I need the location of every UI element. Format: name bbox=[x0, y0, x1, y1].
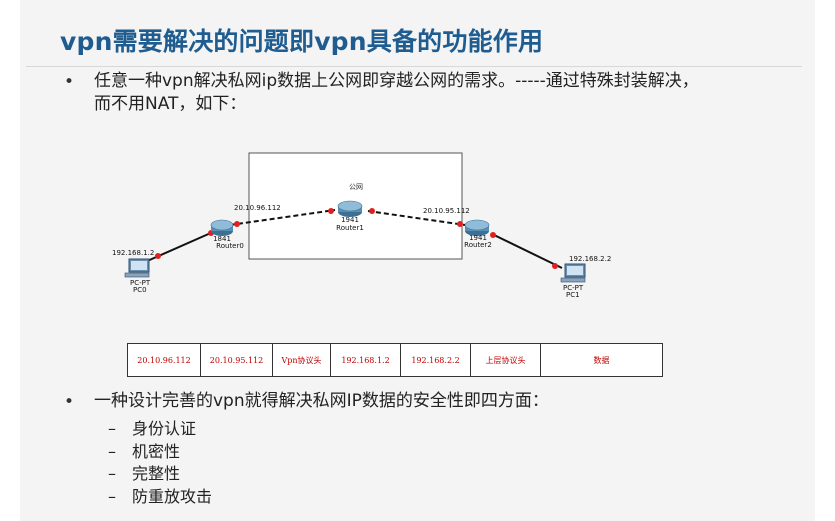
bullet-1-line-2: 而不用NAT，如下： bbox=[94, 94, 247, 114]
packet-cell-data: 数据 bbox=[593, 355, 610, 365]
bullet-marker: • bbox=[64, 72, 75, 92]
link-endpoint bbox=[328, 208, 334, 214]
sub-item-dash: – bbox=[108, 487, 116, 506]
sub-item-dash: – bbox=[108, 442, 116, 461]
router2-model: 1941 bbox=[469, 234, 487, 242]
router2-icon bbox=[464, 219, 490, 236]
link-endpoint bbox=[457, 221, 463, 227]
packet-cell-outer-src: 20.10.96.112 bbox=[128, 344, 201, 376]
router1-model: 1941 bbox=[341, 216, 359, 224]
router2-name: Router2 bbox=[464, 241, 492, 249]
packet-cell-upper-header: 上层协议头 bbox=[471, 344, 541, 376]
bullet-1-line-1: 任意一种vpn解决私网ip数据上公网即穿越公网的需求。-----通过特殊封装解决… bbox=[94, 71, 699, 91]
link-endpoint bbox=[234, 221, 240, 227]
slide-title: vpn需要解决的问题即vpn具备的功能作用 bbox=[60, 27, 544, 56]
pc1-type: PC-PT bbox=[563, 284, 584, 292]
router0-name: Router0 bbox=[216, 242, 244, 250]
sub-item-label: 完整性 bbox=[132, 464, 181, 483]
pc0-type: PC-PT bbox=[130, 279, 151, 287]
slide-background bbox=[20, 0, 815, 521]
link-endpoint bbox=[369, 208, 375, 214]
sub-item-dash: – bbox=[108, 419, 116, 438]
link-router1-router2 bbox=[367, 210, 466, 226]
packet-cell-vpn-header: Vpn协议头 bbox=[273, 344, 331, 376]
sub-item-confidentiality: –机密性 bbox=[108, 438, 180, 462]
router1-icon bbox=[337, 200, 363, 217]
link-router0-router1 bbox=[229, 209, 336, 226]
link-endpoint bbox=[552, 263, 558, 269]
link-router2-pc1 bbox=[491, 233, 563, 269]
sub-item-authentication: –身份认证 bbox=[108, 415, 196, 439]
router2-ip: 20.10.95.112 bbox=[423, 207, 470, 215]
pc1-name: PC1 bbox=[566, 291, 580, 299]
pc0-ip: 192.168.1.2 bbox=[112, 249, 154, 257]
sub-item-anti-replay: –防重放攻击 bbox=[108, 483, 212, 507]
pc1-ip: 192.168.2.2 bbox=[569, 255, 611, 263]
packet-cell-outer-dst: 20.10.95.112 bbox=[201, 344, 273, 376]
pc1-icon bbox=[560, 263, 586, 283]
router0-model: 1841 bbox=[213, 235, 231, 243]
router1-name: Router1 bbox=[336, 224, 364, 232]
pc0-icon bbox=[124, 258, 150, 278]
bullet-2-text: 一种设计完善的vpn就得解决私网IP数据的安全性即四方面： bbox=[94, 391, 549, 411]
sub-item-integrity: –完整性 bbox=[108, 460, 180, 484]
pc0-name: PC0 bbox=[133, 286, 147, 294]
packet-cell-inner-src: 192.168.1.2 bbox=[331, 344, 401, 376]
packet-cell-inner-dst: 192.168.2.2 bbox=[401, 344, 471, 376]
router0-ip: 20.10.96.112 bbox=[234, 204, 281, 212]
packet-format-table: 20.10.96.112 20.10.95.112 Vpn协议头 192.168… bbox=[127, 343, 663, 377]
router0-icon bbox=[210, 219, 234, 236]
sub-item-label: 防重放攻击 bbox=[132, 487, 213, 506]
sub-item-label: 身份认证 bbox=[132, 419, 197, 438]
link-endpoint bbox=[490, 232, 496, 238]
sub-item-label: 机密性 bbox=[132, 442, 181, 461]
link-endpoint bbox=[155, 253, 161, 259]
sub-item-dash: – bbox=[108, 464, 116, 483]
link-pc0-router0 bbox=[144, 231, 214, 263]
cloud-label: 公网 bbox=[349, 183, 363, 191]
title-divider bbox=[26, 66, 802, 67]
bullet-marker: • bbox=[64, 392, 75, 412]
